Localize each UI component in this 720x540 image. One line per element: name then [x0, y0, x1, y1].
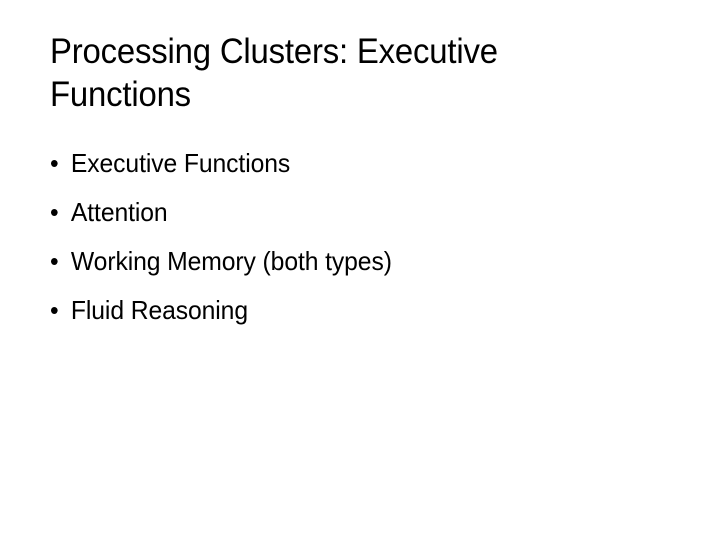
bullet-point-icon: • [50, 197, 59, 227]
bullet-point-icon: • [50, 148, 59, 178]
list-item: • Fluid Reasoning [50, 295, 639, 344]
list-item: • Executive Functions [50, 148, 639, 197]
list-item: • Attention [50, 197, 639, 246]
list-item-label: Executive Functions [70, 148, 291, 178]
bullet-list: • Executive Functions • Attention • Work… [50, 148, 670, 344]
list-item: • Working Memory (both types) [50, 246, 639, 295]
bullet-point-icon: • [50, 295, 59, 325]
slide-title: Processing Clusters: Executive Functions [50, 32, 507, 114]
list-item-label: Working Memory (both types) [70, 246, 392, 276]
list-item-label: Fluid Reasoning [70, 295, 248, 325]
bullet-point-icon: • [50, 246, 59, 276]
list-item-label: Attention [70, 197, 168, 227]
